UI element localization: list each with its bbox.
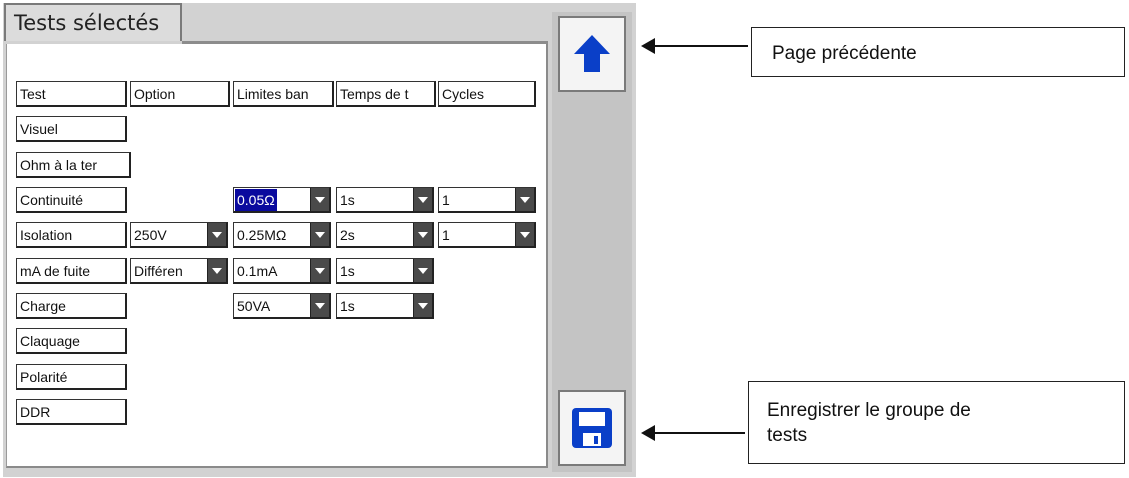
test-claquage[interactable]: Claquage xyxy=(16,328,127,354)
chevron-down-icon xyxy=(413,188,432,211)
chevron-down-icon xyxy=(515,188,534,211)
chevron-down-icon xyxy=(310,223,329,246)
isolation-time-dropdown[interactable]: 2s xyxy=(336,222,434,248)
fuite-limit-value: 0.1mA xyxy=(237,263,278,279)
isolation-cycles-dropdown[interactable]: 1 xyxy=(438,222,536,248)
fuite-option-dropdown[interactable]: Différen xyxy=(130,258,228,284)
charge-time-dropdown[interactable]: 1s xyxy=(336,293,434,319)
header-option: Option xyxy=(130,81,230,107)
test-ma-fuite[interactable]: mA de fuite xyxy=(16,258,127,284)
save-group-button[interactable] xyxy=(558,390,626,466)
chevron-down-icon xyxy=(515,223,534,246)
chevron-down-icon xyxy=(413,259,432,282)
save-group-callout-line2: tests xyxy=(767,425,808,446)
test-charge[interactable]: Charge xyxy=(16,293,127,319)
isolation-limit-value: 0.25MΩ xyxy=(237,227,287,243)
fuite-time-value: 1s xyxy=(340,263,355,279)
up-arrow-icon xyxy=(574,35,610,72)
test-continuite[interactable]: Continuité xyxy=(16,187,127,213)
test-isolation[interactable]: Isolation xyxy=(16,222,127,248)
chevron-down-icon xyxy=(413,223,432,246)
chevron-down-icon xyxy=(310,294,329,317)
chevron-down-icon xyxy=(413,294,432,317)
chevron-down-icon xyxy=(207,223,226,246)
test-ddr[interactable]: DDR xyxy=(16,399,127,425)
isolation-option-value: 250V xyxy=(134,227,167,243)
header-test: Test xyxy=(16,81,127,107)
isolation-cycles-value: 1 xyxy=(442,227,450,243)
continuite-time-dropdown[interactable]: 1s xyxy=(336,187,434,213)
continuite-cycles-dropdown[interactable]: 1 xyxy=(438,187,536,213)
continuite-cycles-value: 1 xyxy=(442,192,450,208)
previous-page-callout-text: Page précédente xyxy=(772,43,917,64)
continuite-limit-dropdown[interactable]: 0.05Ω xyxy=(233,187,331,213)
previous-page-pointer xyxy=(641,38,748,54)
test-visuel[interactable]: Visuel xyxy=(16,116,127,142)
chevron-down-icon xyxy=(310,259,329,282)
header-limites: Limites ban xyxy=(233,81,334,107)
header-cycles: Cycles xyxy=(438,81,536,107)
previous-page-callout: Page précédente xyxy=(751,27,1125,77)
previous-page-button[interactable] xyxy=(558,16,626,92)
tests-panel xyxy=(6,44,548,468)
tab-divider xyxy=(182,41,548,44)
continuite-limit-value: 0.05Ω xyxy=(235,189,277,211)
fuite-limit-dropdown[interactable]: 0.1mA xyxy=(233,258,331,284)
charge-time-value: 1s xyxy=(340,298,355,314)
continuite-time-value: 1s xyxy=(340,192,355,208)
isolation-time-value: 2s xyxy=(340,227,355,243)
save-group-callout-line1: Enregistrer le groupe de xyxy=(767,400,971,421)
header-temps: Temps de t xyxy=(336,81,436,107)
charge-limit-value: 50VA xyxy=(237,298,271,314)
tab-tests-selectes[interactable]: Tests sélectés xyxy=(4,3,182,41)
fuite-option-value: Différen xyxy=(134,263,183,279)
fuite-time-dropdown[interactable]: 1s xyxy=(336,258,434,284)
isolation-limit-dropdown[interactable]: 0.25MΩ xyxy=(233,222,331,248)
chevron-down-icon xyxy=(310,188,329,211)
chevron-down-icon xyxy=(207,259,226,282)
isolation-option-dropdown[interactable]: 250V xyxy=(130,222,228,248)
floppy-disk-icon xyxy=(572,408,612,448)
test-polarite[interactable]: Polarité xyxy=(16,364,127,390)
charge-limit-dropdown[interactable]: 50VA xyxy=(233,293,331,319)
tab-title: Tests sélectés xyxy=(14,11,160,35)
save-group-callout: Enregistrer le groupe de tests xyxy=(748,381,1125,464)
test-ohm[interactable]: Ohm à la ter xyxy=(16,152,131,178)
save-group-pointer xyxy=(641,425,745,441)
